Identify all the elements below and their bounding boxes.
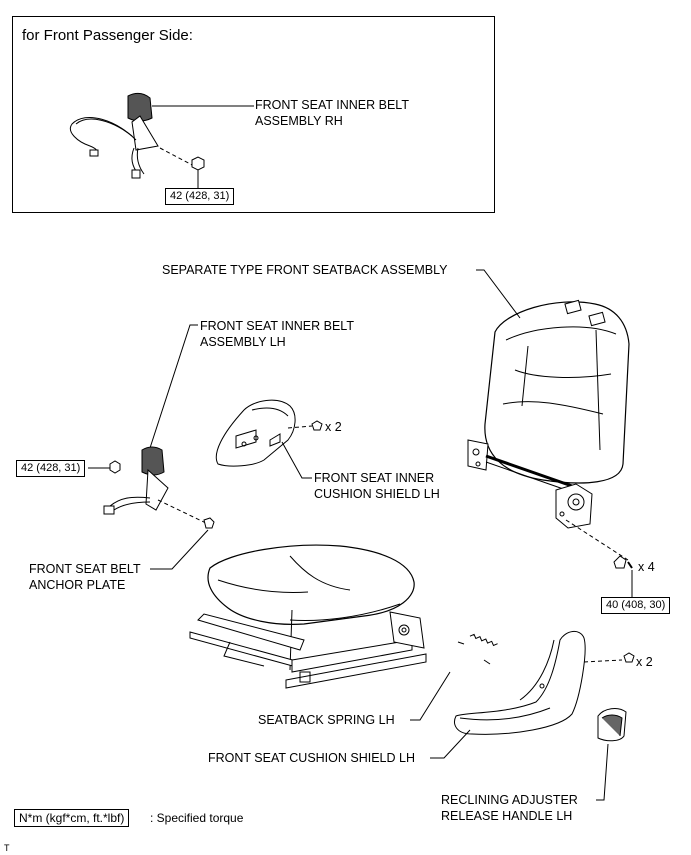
inset-title: for Front Passenger Side: [22, 27, 193, 44]
seatback-bolt-axis [565, 519, 629, 561]
leader-handle [596, 743, 609, 801]
inset-frame [12, 16, 495, 213]
shield-screw-qty: x 2 [636, 655, 653, 669]
anchor-plate-label: FRONT SEAT BELT ANCHOR PLATE [29, 562, 141, 592]
seatback-part [484, 299, 630, 484]
leader-belt-lh [149, 324, 198, 449]
torque-seatback-box: 40 (408, 30) [601, 597, 671, 614]
corner-mark: T [4, 843, 10, 853]
seat-cushion [189, 544, 427, 689]
seatback-spring [457, 633, 498, 665]
legend-text: : Specified torque [150, 811, 244, 825]
leader-seatback [476, 269, 521, 319]
belt-rh-label: FRONT SEAT INNER BELT ASSEMBLY RH [255, 98, 409, 128]
nut-lh [109, 460, 121, 474]
seatback-bolt-qty: x 4 [638, 560, 655, 574]
belt-lh-part [103, 446, 169, 515]
torque-lh-box: 42 (428, 31) [16, 460, 86, 477]
cushion-shield-label: FRONT SEAT CUSHION SHIELD LH [208, 751, 415, 765]
inner-shield-label: FRONT SEAT INNER CUSHION SHIELD LH [314, 471, 440, 501]
anchor-plate [203, 517, 215, 529]
belt-rh-axis [159, 147, 195, 167]
anchor-axis [157, 499, 209, 525]
cushion-shield-screw [623, 652, 635, 663]
cushion-shield-axis [583, 659, 623, 663]
leader-spring [410, 671, 451, 721]
seatback-bolt [613, 555, 633, 569]
spring-label: SEATBACK SPRING LH [258, 713, 395, 727]
nut-rh [191, 156, 205, 171]
leader-cushion-shield [430, 729, 471, 759]
recliner-frame [467, 439, 593, 529]
seatback-label: SEPARATE TYPE FRONT SEATBACK ASSEMBLY [162, 263, 448, 277]
release-handle [597, 708, 627, 742]
leader-anchor-plate [150, 529, 209, 570]
belt-lh-label: FRONT SEAT INNER BELT ASSEMBLY LH [200, 319, 354, 349]
cushion-shield-lh [454, 631, 586, 735]
leader-inner-shield [281, 441, 312, 479]
torque-rh-box: 42 (428, 31) [165, 188, 235, 205]
inner-shield-screw [311, 420, 323, 431]
legend-torque-box: N*m (kgf*cm, ft.*lbf) [14, 809, 130, 827]
belt-rh-part [70, 92, 159, 179]
inner-shield-qty: x 2 [325, 420, 342, 434]
handle-label: RECLINING ADJUSTER RELEASE HANDLE LH [441, 793, 578, 823]
inner-cushion-shield [215, 399, 296, 467]
